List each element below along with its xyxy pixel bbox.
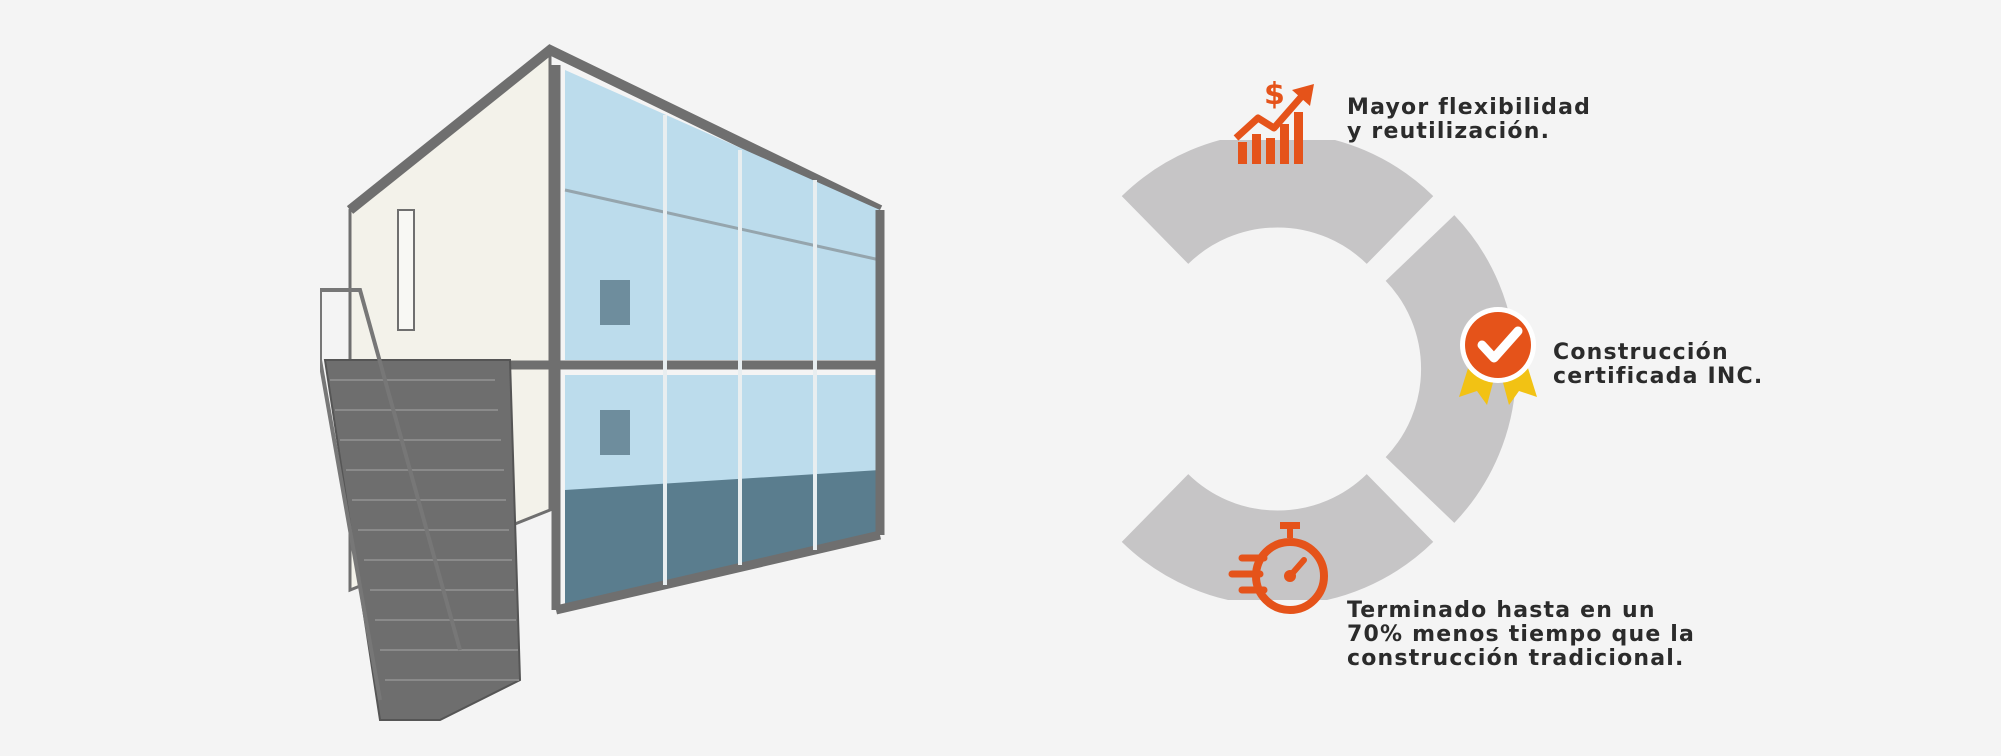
feature-certified-text: Construcción certificada INC.	[1553, 340, 1764, 389]
growth-chart-dollar-icon: $	[1233, 77, 1314, 164]
ring-segment-bottom	[1121, 473, 1434, 600]
svg-text:$: $	[1264, 77, 1285, 112]
staircase	[320, 288, 522, 721]
ring-segment-top	[1121, 140, 1434, 265]
feature-flexibility-text: Mayor flexibilidad y reutilización.	[1347, 95, 1592, 144]
door	[397, 209, 415, 331]
modular-building-illustration	[320, 44, 885, 721]
upper-glass-facade	[565, 70, 880, 360]
fast-stopwatch-icon	[1228, 522, 1328, 614]
feature-speed-text: Terminado hasta en un 70% menos tiempo q…	[1347, 598, 1696, 671]
certified-badge-icon	[1459, 307, 1537, 405]
